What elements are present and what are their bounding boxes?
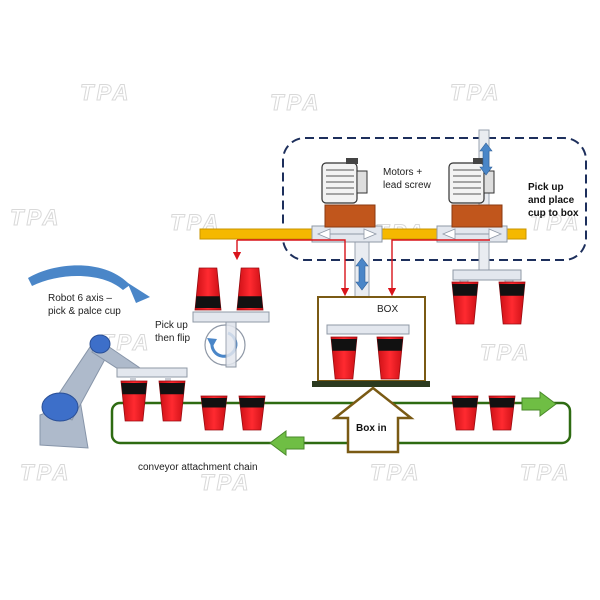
robot-label: Robot 6 axis – pick & palce cup [48,293,121,317]
vertical-motion-arrow-left [355,257,369,291]
motors-label-line-1: Motors + [383,167,422,178]
cup [120,380,148,422]
robot-label-line-1: Robot 6 axis – [48,293,112,304]
robot-rotation-arrow [28,265,150,303]
cup [236,267,264,311]
motor-left [321,158,376,228]
motor-icon [448,158,495,204]
watermark: TPA [530,210,581,235]
box-in-arrow [331,386,415,454]
watermark: TPA [370,460,421,485]
cup [200,395,228,431]
pick-place-label: Pick up and place cup to box [528,182,579,219]
cup [488,395,516,431]
watermark: TPA [270,90,321,115]
watermarks: TPA TPA TPA TPA TPA TPA TPA TPA TPA TPA … [10,80,581,496]
cup [376,336,404,380]
watermark: TPA [80,80,131,105]
cup [498,281,526,325]
watermark: TPA [520,460,571,485]
box-gripper-plate [326,324,410,335]
box-base [312,381,430,387]
conveyor-label: conveyor attachment chain [138,462,258,473]
motor-right [448,158,503,228]
watermark: TPA [200,470,251,495]
pick-place-label-line-3: cup to box [528,208,579,219]
cup [194,267,222,311]
watermark: TPA [10,205,61,230]
cup [451,395,479,431]
red-motion-arrows [232,239,490,297]
robot-gripper [116,367,188,383]
box-label: BOX [377,304,398,315]
motors-label-line-2: lead screw [383,180,432,191]
motor-icon [321,158,368,204]
pickup-flip-label: Pick up then flip [155,320,191,344]
cup [158,380,186,422]
robot-label-line-2: pick & palce cup [48,306,121,317]
conveyor-chain [110,401,572,445]
pickup-flip-label-line-2: then flip [155,333,190,344]
conveyor-arrow-right [521,391,557,417]
watermark: TPA [20,460,71,485]
conveyor-arrow-left [269,430,305,456]
cups [120,267,526,431]
vertical-motion-arrow-right [479,142,493,176]
pick-place-label-line-1: Pick up [528,182,564,193]
cup [238,395,266,431]
motors-label: Motors + lead screw [383,167,432,191]
cup [451,281,479,325]
cup [330,336,358,380]
pick-place-label-line-2: and place [528,195,575,206]
pickup-flip-label-line-1: Pick up [155,320,188,331]
box-in-label: Box in [356,423,387,434]
watermark: TPA [450,80,501,105]
watermark: TPA [480,340,531,365]
flip-station [192,311,270,368]
gantry-frame [282,137,587,261]
